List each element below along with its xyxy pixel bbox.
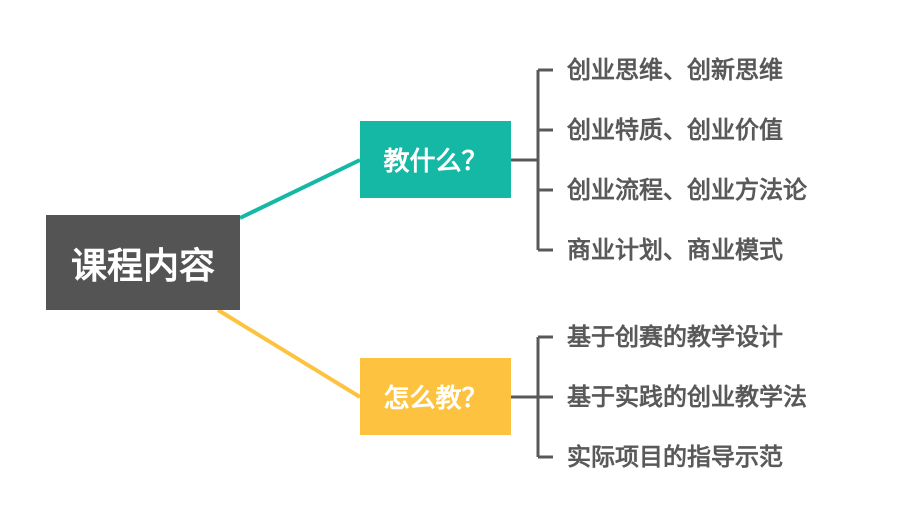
root-node: 课程内容 [46,215,240,310]
branch-2-bracket [511,335,553,459]
branch-node-how-to-teach: 怎么教？ [360,358,511,435]
leaf-item: 商业计划、商业模式 [567,236,783,264]
root-to-branch-2-connector [216,308,362,399]
leaf-item: 实际项目的指导示范 [567,443,783,471]
root-to-branch-1-connector [239,158,361,220]
leaf-item: 基于创赛的教学设计 [567,323,783,351]
leaf-item: 创业流程、创业方法论 [567,176,807,204]
branch-1-bracket [511,68,553,252]
branch-node-what-to-teach: 教什么？ [360,121,511,198]
leaf-item: 基于实践的创业教学法 [567,383,807,411]
branch-1-label: 教什么？ [383,147,488,177]
leaf-item: 创业思维、创新思维 [567,56,783,84]
leaf-item: 创业特质、创业价值 [567,116,783,144]
root-label: 课程内容 [70,245,215,287]
branch-2-label: 怎么教？ [383,384,488,414]
